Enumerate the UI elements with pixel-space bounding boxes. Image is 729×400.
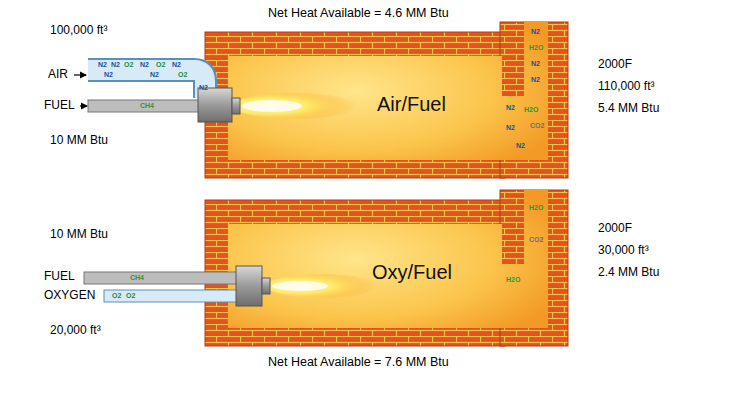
- flue-heat: 2.4 MM Btu: [598, 266, 659, 280]
- heat-note: Net Heat Available = 4.6 MM Btu: [268, 6, 449, 20]
- molecule: O2: [112, 292, 121, 300]
- stream-name: OXYGEN: [44, 289, 95, 303]
- molecule: H2O: [529, 204, 543, 212]
- molecule: N2: [140, 61, 149, 69]
- flow-volume: 20,000 ft³: [50, 324, 101, 338]
- molecule: N2: [104, 71, 113, 79]
- heat-note: Net Heat Available = 7.6 MM Btu: [268, 355, 449, 369]
- molecule: N2: [531, 60, 540, 68]
- flue-volume: 30,000 ft³: [598, 244, 649, 258]
- flue-temperature: 2000F: [598, 222, 632, 236]
- molecule: N2: [98, 61, 107, 69]
- flue-volume: 110,000 ft³: [598, 80, 654, 94]
- molecule: O2: [126, 292, 135, 300]
- fuel-energy: 10 MM Btu: [50, 134, 108, 148]
- molecule: N2: [531, 76, 540, 84]
- molecule: CH4: [140, 102, 154, 110]
- molecule: O2: [178, 71, 187, 79]
- molecule: H2O: [506, 276, 520, 284]
- molecule: N2: [506, 104, 515, 112]
- flue-temperature: 2000F: [598, 58, 632, 72]
- stream-name: FUEL: [44, 270, 75, 284]
- flue-heat: 5.4 MM Btu: [598, 102, 659, 116]
- molecule: CO2: [529, 236, 543, 244]
- furnace-label: Oxy/Fuel: [372, 260, 452, 284]
- fuel-energy: 10 MM Btu: [50, 228, 108, 242]
- stream-name: AIR: [48, 68, 68, 82]
- molecule: N2: [150, 71, 159, 79]
- molecule: N2: [531, 28, 540, 36]
- molecule: H2O: [529, 44, 543, 52]
- molecule: N2: [199, 84, 208, 92]
- molecule: H2O: [524, 106, 538, 114]
- molecule: N2: [506, 124, 515, 132]
- molecule: CH4: [130, 274, 144, 282]
- furnace-label: Air/Fuel: [377, 92, 446, 116]
- molecule: O2: [156, 61, 165, 69]
- molecule: CO2: [530, 122, 544, 130]
- furnace-chamber: Oxy/Fuel: [228, 224, 502, 328]
- molecule: N2: [111, 61, 120, 69]
- molecule: O2: [124, 61, 133, 69]
- stream-name: FUEL: [44, 99, 75, 113]
- molecule: N2: [172, 61, 181, 69]
- furnace-chamber: Air/Fuel: [228, 56, 502, 160]
- flow-volume: 100,000 ft³: [50, 24, 107, 38]
- molecule: N2: [516, 142, 525, 150]
